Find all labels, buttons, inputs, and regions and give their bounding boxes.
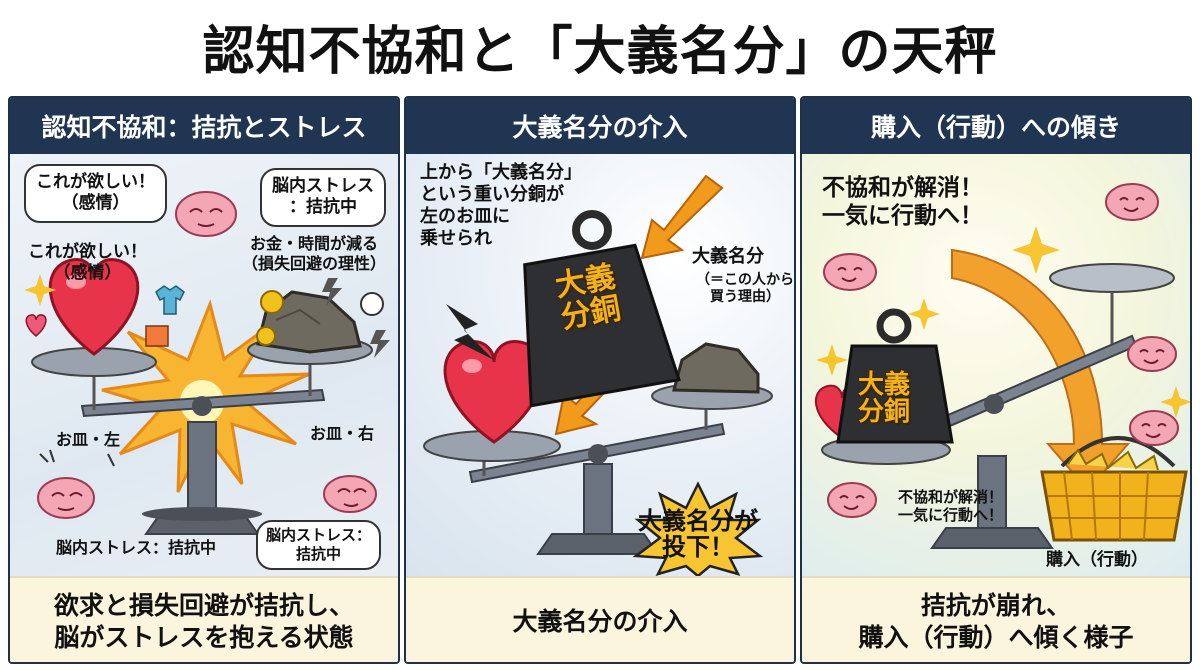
balance-scale-icon — [423, 382, 773, 555]
action-illustration — [814, 183, 1190, 549]
sparkle-icon — [1160, 386, 1190, 418]
stressed-brain-icon — [37, 477, 95, 519]
happy-brain-icon — [1105, 183, 1159, 221]
weight-icon — [523, 210, 681, 408]
panel-action: 購入（行動）への傾き — [800, 96, 1192, 664]
stress-label: 脳内ストレス：拮抗中 — [56, 538, 217, 557]
happy-brain-icon — [1127, 336, 1177, 372]
panel-intervention-caption: 大義名分の介入 — [406, 576, 794, 662]
panel-action-caption: 拮抗が崩れ、 購入（行動）へ傾く様子 — [802, 576, 1190, 662]
coin-icon — [256, 326, 276, 346]
panel-intervention-header: 大義名分の介入 — [406, 98, 794, 154]
stress-bubble-bottom: 脳内ストレス： 拮抗中 — [256, 520, 382, 570]
panel-conflict-header: 認知不協和：拮抗とストレス — [10, 98, 398, 154]
panel-conflict-scene: これが欲しい！ （感情） 脳内ストレス ：拮抗中 これが欲しい！ （感情） お金… — [10, 154, 398, 576]
balance-scale-icon — [31, 335, 373, 535]
panel-action-scene: 不協和が解消！ 一気に行動へ！ 大義 分銅 不協和が解消！ 一気に行動へ！ 購入… — [802, 154, 1190, 576]
burst-label: 大義名分が 投下！ — [638, 507, 758, 562]
sparkle-icon — [24, 274, 56, 306]
pan-right-label: お皿・右 — [310, 424, 375, 443]
happy-brain-icon — [827, 482, 877, 518]
clock-icon — [360, 292, 384, 316]
sparkle-icon — [816, 344, 848, 376]
lightning-icon — [322, 278, 342, 306]
happy-brain-icon — [823, 253, 877, 291]
shirt-icon — [155, 285, 185, 315]
starburst-icon — [632, 481, 764, 576]
reason-label: お金・時間が減る （損失回避の理性） — [242, 234, 387, 273]
panel-intervention: 大義名分の介入 — [404, 96, 796, 664]
lightning-icon — [446, 304, 494, 360]
lightning-icon — [370, 330, 390, 358]
rock-icon — [672, 342, 760, 394]
gift-icon — [145, 325, 169, 347]
weight-icon — [836, 308, 954, 444]
resolution-headline: 不協和が解消！ 一気に行動へ！ — [822, 175, 983, 230]
emotion-bubble: これが欲しい！ （感情） — [24, 164, 167, 223]
coin-icon — [260, 290, 284, 314]
emotion-label: これが欲しい！ （感情） — [28, 242, 147, 283]
heart-icon — [48, 258, 140, 356]
happy-brain-icon — [1129, 410, 1179, 446]
pan-left-label: お皿・左 — [56, 430, 121, 449]
sparkle-icon — [1012, 226, 1060, 274]
panel-action-header: 購入（行動）への傾き — [802, 98, 1190, 154]
drop-text: 上から「大義名分」 という重い分銅が 左のお皿に 乗せられ — [420, 162, 582, 249]
small-heart-icon — [25, 314, 47, 337]
sparkle-icon — [908, 298, 940, 330]
panel-conflict: 認知不協和：拮抗とストレス — [8, 96, 400, 664]
intervention-illustration — [423, 174, 773, 576]
side-title: 大義名分 — [692, 246, 764, 267]
weight-label: 大義 分銅 — [858, 370, 911, 428]
stressed-brain-icon — [323, 475, 377, 513]
down-arrow-icon — [640, 174, 724, 260]
stress-lines-icon — [39, 449, 115, 467]
page-title: 認知不協和と「大義名分」の天秤 — [202, 21, 998, 82]
panel-intervention-scene: 上から「大義名分」 という重い分銅が 左のお皿に 乗せられ 大義 分銅 大義名分… — [406, 154, 794, 576]
conflict-illustration — [24, 191, 390, 535]
shopping-basket-icon — [1040, 436, 1188, 542]
stressed-brain-icon — [175, 191, 237, 237]
resolution-small-text: 不協和が解消！ 一気に行動へ！ — [898, 488, 1004, 525]
basket-label: 購入（行動） — [1046, 550, 1148, 570]
weight-label: 大義 分銅 — [552, 259, 624, 336]
panel-conflict-caption: 欲求と損失回避が拮抗し、 脳がストレスを抱える状態 — [10, 576, 398, 662]
side-note: （＝この人から 買う理由） — [696, 272, 794, 306]
stress-bubble: 脳内ストレス ：拮抗中 — [260, 168, 386, 227]
